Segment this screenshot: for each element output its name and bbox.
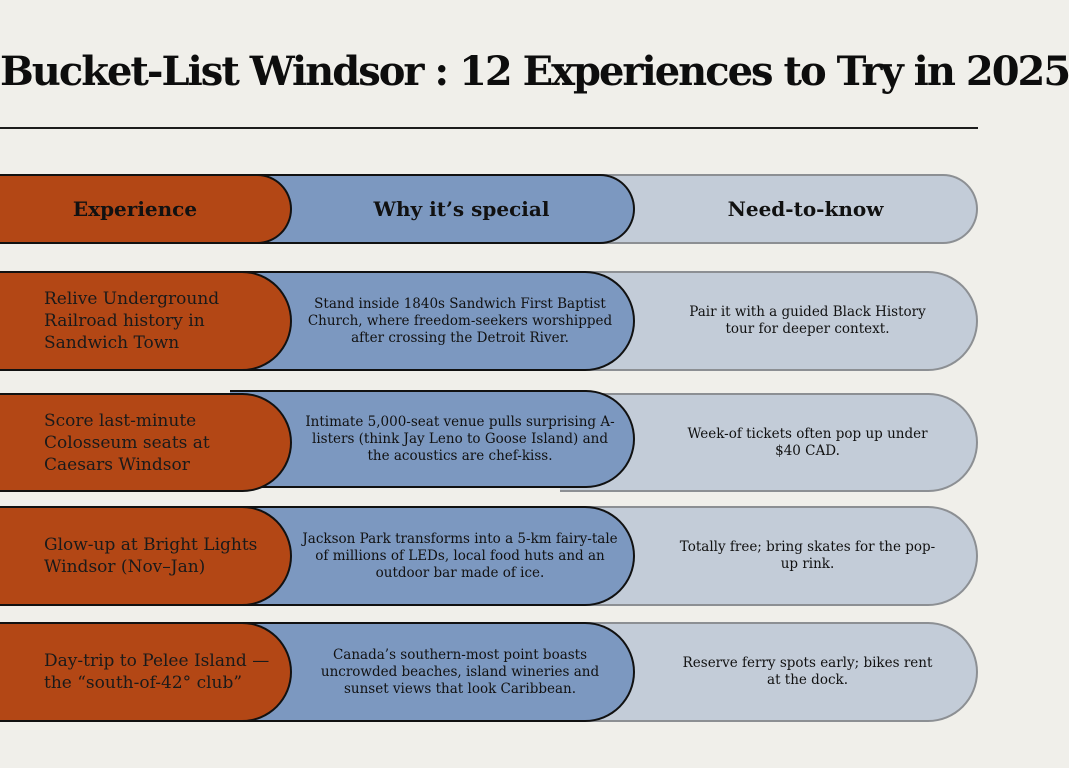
why-pill: Intimate 5,000-seat venue pulls surprisi… [230,390,635,488]
experience-pill: Score last-minute Colosseum seats at Cae… [0,393,292,492]
why-pill: Canada’s southern-most point boasts uncr… [230,622,635,722]
why-text: Canada’s southern-most point boasts uncr… [320,646,600,697]
header-why-label: Why it’s special [373,197,550,221]
experience-text: Day-trip to Pelee Island —the “south-of-… [44,651,270,693]
header-experience-label: Experience [72,197,198,221]
need-text: Pair it with a guided Black History tour… [689,304,926,337]
why-pill: Stand inside 1840s Sandwich First Baptis… [230,271,635,371]
experience-text: Relive Underground Railroad history in S… [44,289,220,353]
table-row: Reserve ferry spots early; bikes rent at… [0,622,1024,722]
experience-pill: Glow-up at Bright Lights Windsor (Nov–Ja… [0,506,292,606]
why-pill: Jackson Park transforms into a 5-km fair… [230,506,635,606]
experience-text: Glow-up at Bright Lights Windsor (Nov–Ja… [44,535,258,577]
need-text: Reserve ferry spots early; bikes rent at… [682,655,933,688]
table-row: Week-of tickets often pop up under $40 C… [0,390,1024,492]
experience-pill: Relive Underground Railroad history in S… [0,271,292,371]
experience-text: Score last-minute Colosseum seats at Cae… [44,410,210,475]
why-text: Stand inside 1840s Sandwich First Baptis… [307,295,613,346]
experience-pill: Day-trip to Pelee Island —the “south-of-… [0,622,292,722]
page-title: Bucket-List Windsor : 12 Experiences to … [0,48,1069,95]
need-pill: Reserve ferry spots early; bikes rent at… [560,622,978,722]
table-row: Pair it with a guided Black History tour… [0,271,1024,371]
header-experience-pill: Experience [0,174,292,244]
title-divider [0,127,978,129]
header-why-pill: Why it’s special [230,174,635,244]
why-text: Intimate 5,000-seat venue pulls surprisi… [305,413,615,464]
need-text: Week-of tickets often pop up under $40 C… [687,425,928,459]
header-row: Need-to-know Why it’s special Experience [0,174,1024,244]
need-text: Totally free; bring skates for the pop-u… [679,539,936,572]
why-text: Jackson Park transforms into a 5-km fair… [302,530,618,581]
table-row: Totally free; bring skates for the pop-u… [0,506,1024,606]
header-need-label: Need-to-know [727,197,884,221]
